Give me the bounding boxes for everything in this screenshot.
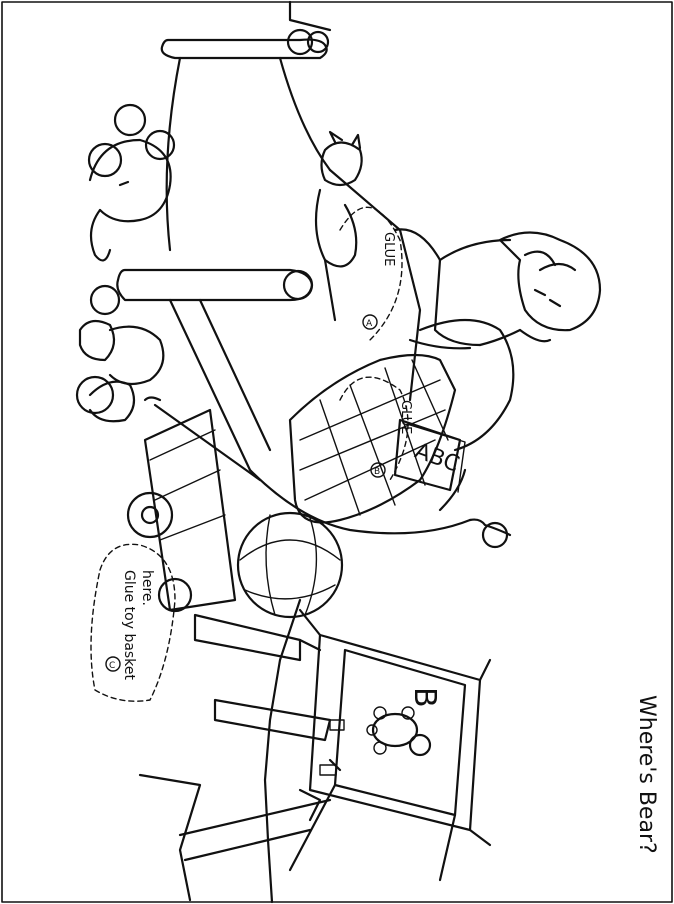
toy-wagon <box>126 396 262 613</box>
glue-b-marker: B <box>374 467 380 477</box>
page-title: Where's Bear? <box>634 695 659 854</box>
toy-elephant <box>87 103 176 262</box>
child <box>393 228 602 350</box>
side-table <box>138 613 332 902</box>
glue-area-a <box>339 206 403 341</box>
quilt <box>288 353 457 524</box>
bed-frame <box>116 168 512 549</box>
glue-b-marker-circle <box>370 462 386 478</box>
kitten <box>314 130 363 322</box>
glue-b-label: GLUE <box>398 400 413 434</box>
instruction-line1: Glue toy basket <box>121 570 137 680</box>
glue-a-marker-circle <box>362 314 378 330</box>
easel-letter: B <box>407 687 442 708</box>
bed-headboard <box>160 28 332 252</box>
book-letters: ABC <box>411 439 462 478</box>
glue-a-label: GLUE <box>381 232 396 266</box>
toy-basket-glue-area <box>90 543 176 702</box>
teddy-bear <box>75 284 165 423</box>
floor-line-top <box>288 0 332 32</box>
beach-ball <box>236 511 344 619</box>
glue-a-marker: A <box>366 319 373 329</box>
turtle-drawing <box>366 706 432 757</box>
instruction-line2: here. <box>139 570 155 606</box>
instruction-marker: C <box>109 661 115 671</box>
pillow <box>418 318 515 452</box>
glue-area-b <box>339 376 409 481</box>
floor-line-bottom <box>263 598 302 904</box>
instruction-marker-circle <box>105 656 121 672</box>
easel <box>178 608 492 882</box>
